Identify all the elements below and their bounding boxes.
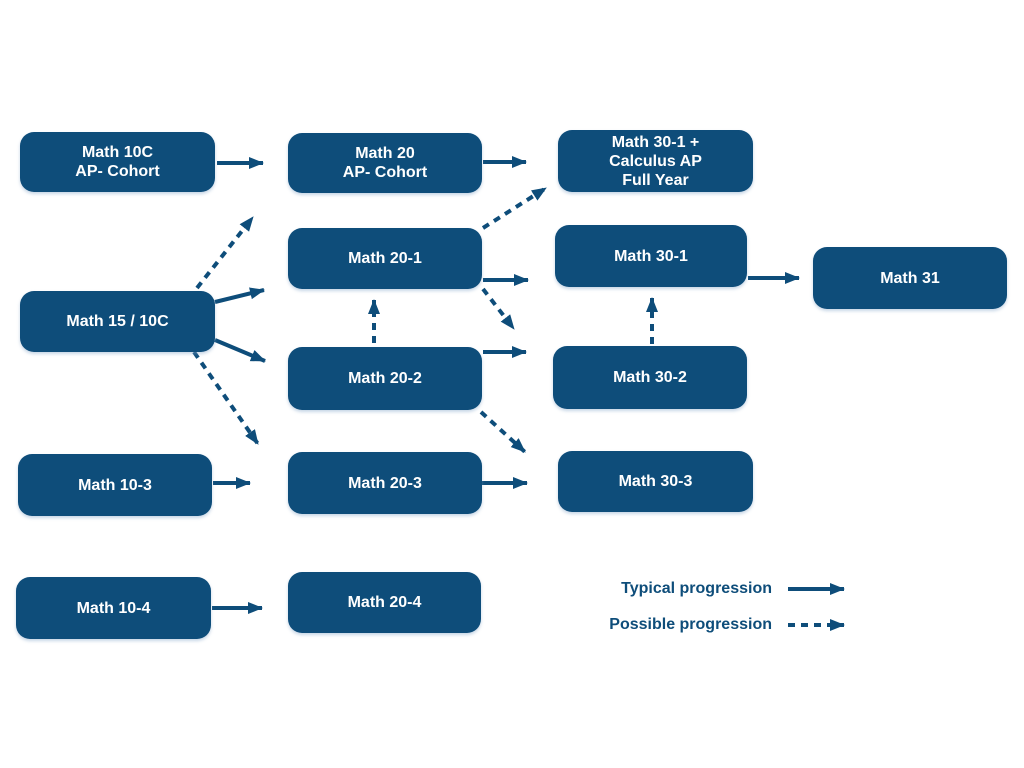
legend-possible-label: Possible progression [609, 616, 772, 633]
edge-math-15-10c-to-math-20-1 [214, 287, 265, 304]
node-math-30-1-calc: Math 30-1 + Calculus AP Full Year [558, 130, 753, 192]
edge-math-15-10c-to-math-20-ap [195, 215, 255, 290]
node-math-30-2: Math 30-2 [553, 346, 747, 409]
node-math-10-3: Math 10-3 [18, 454, 212, 516]
possible-progression-arrow-icon [788, 619, 845, 631]
node-math-10c-ap: Math 10C AP- Cohort [20, 132, 215, 192]
typical-progression-arrow-icon [788, 583, 845, 595]
edge-math-20-1-to-math-30-1-calc [481, 186, 548, 230]
node-math-20-1: Math 20-1 [288, 228, 482, 289]
node-math-20-ap: Math 20 AP- Cohort [288, 133, 482, 193]
node-math-15-10c: Math 15 / 10C [20, 291, 215, 352]
node-math-20-2: Math 20-2 [288, 347, 482, 410]
legend-row-possible: Possible progression [592, 611, 866, 639]
node-math-30-3: Math 30-3 [558, 451, 753, 512]
node-math-20-3: Math 20-3 [288, 452, 482, 514]
legend-typical-label: Typical progression [621, 580, 772, 597]
legend: Typical progression Possible progression [592, 575, 866, 647]
node-math-10-4: Math 10-4 [16, 577, 211, 639]
edge-math-20-1-to-math-30-2 [481, 287, 516, 331]
node-math-20-4: Math 20-4 [288, 572, 481, 633]
edge-math-15-10c-to-math-20-3 [192, 350, 260, 446]
node-math-31: Math 31 [813, 247, 1007, 309]
edge-math-15-10c-to-math-20-2 [214, 338, 266, 363]
legend-row-typical: Typical progression [592, 575, 866, 603]
edge-math-20-2-to-math-30-3 [479, 410, 527, 454]
node-math-30-1: Math 30-1 [555, 225, 747, 287]
